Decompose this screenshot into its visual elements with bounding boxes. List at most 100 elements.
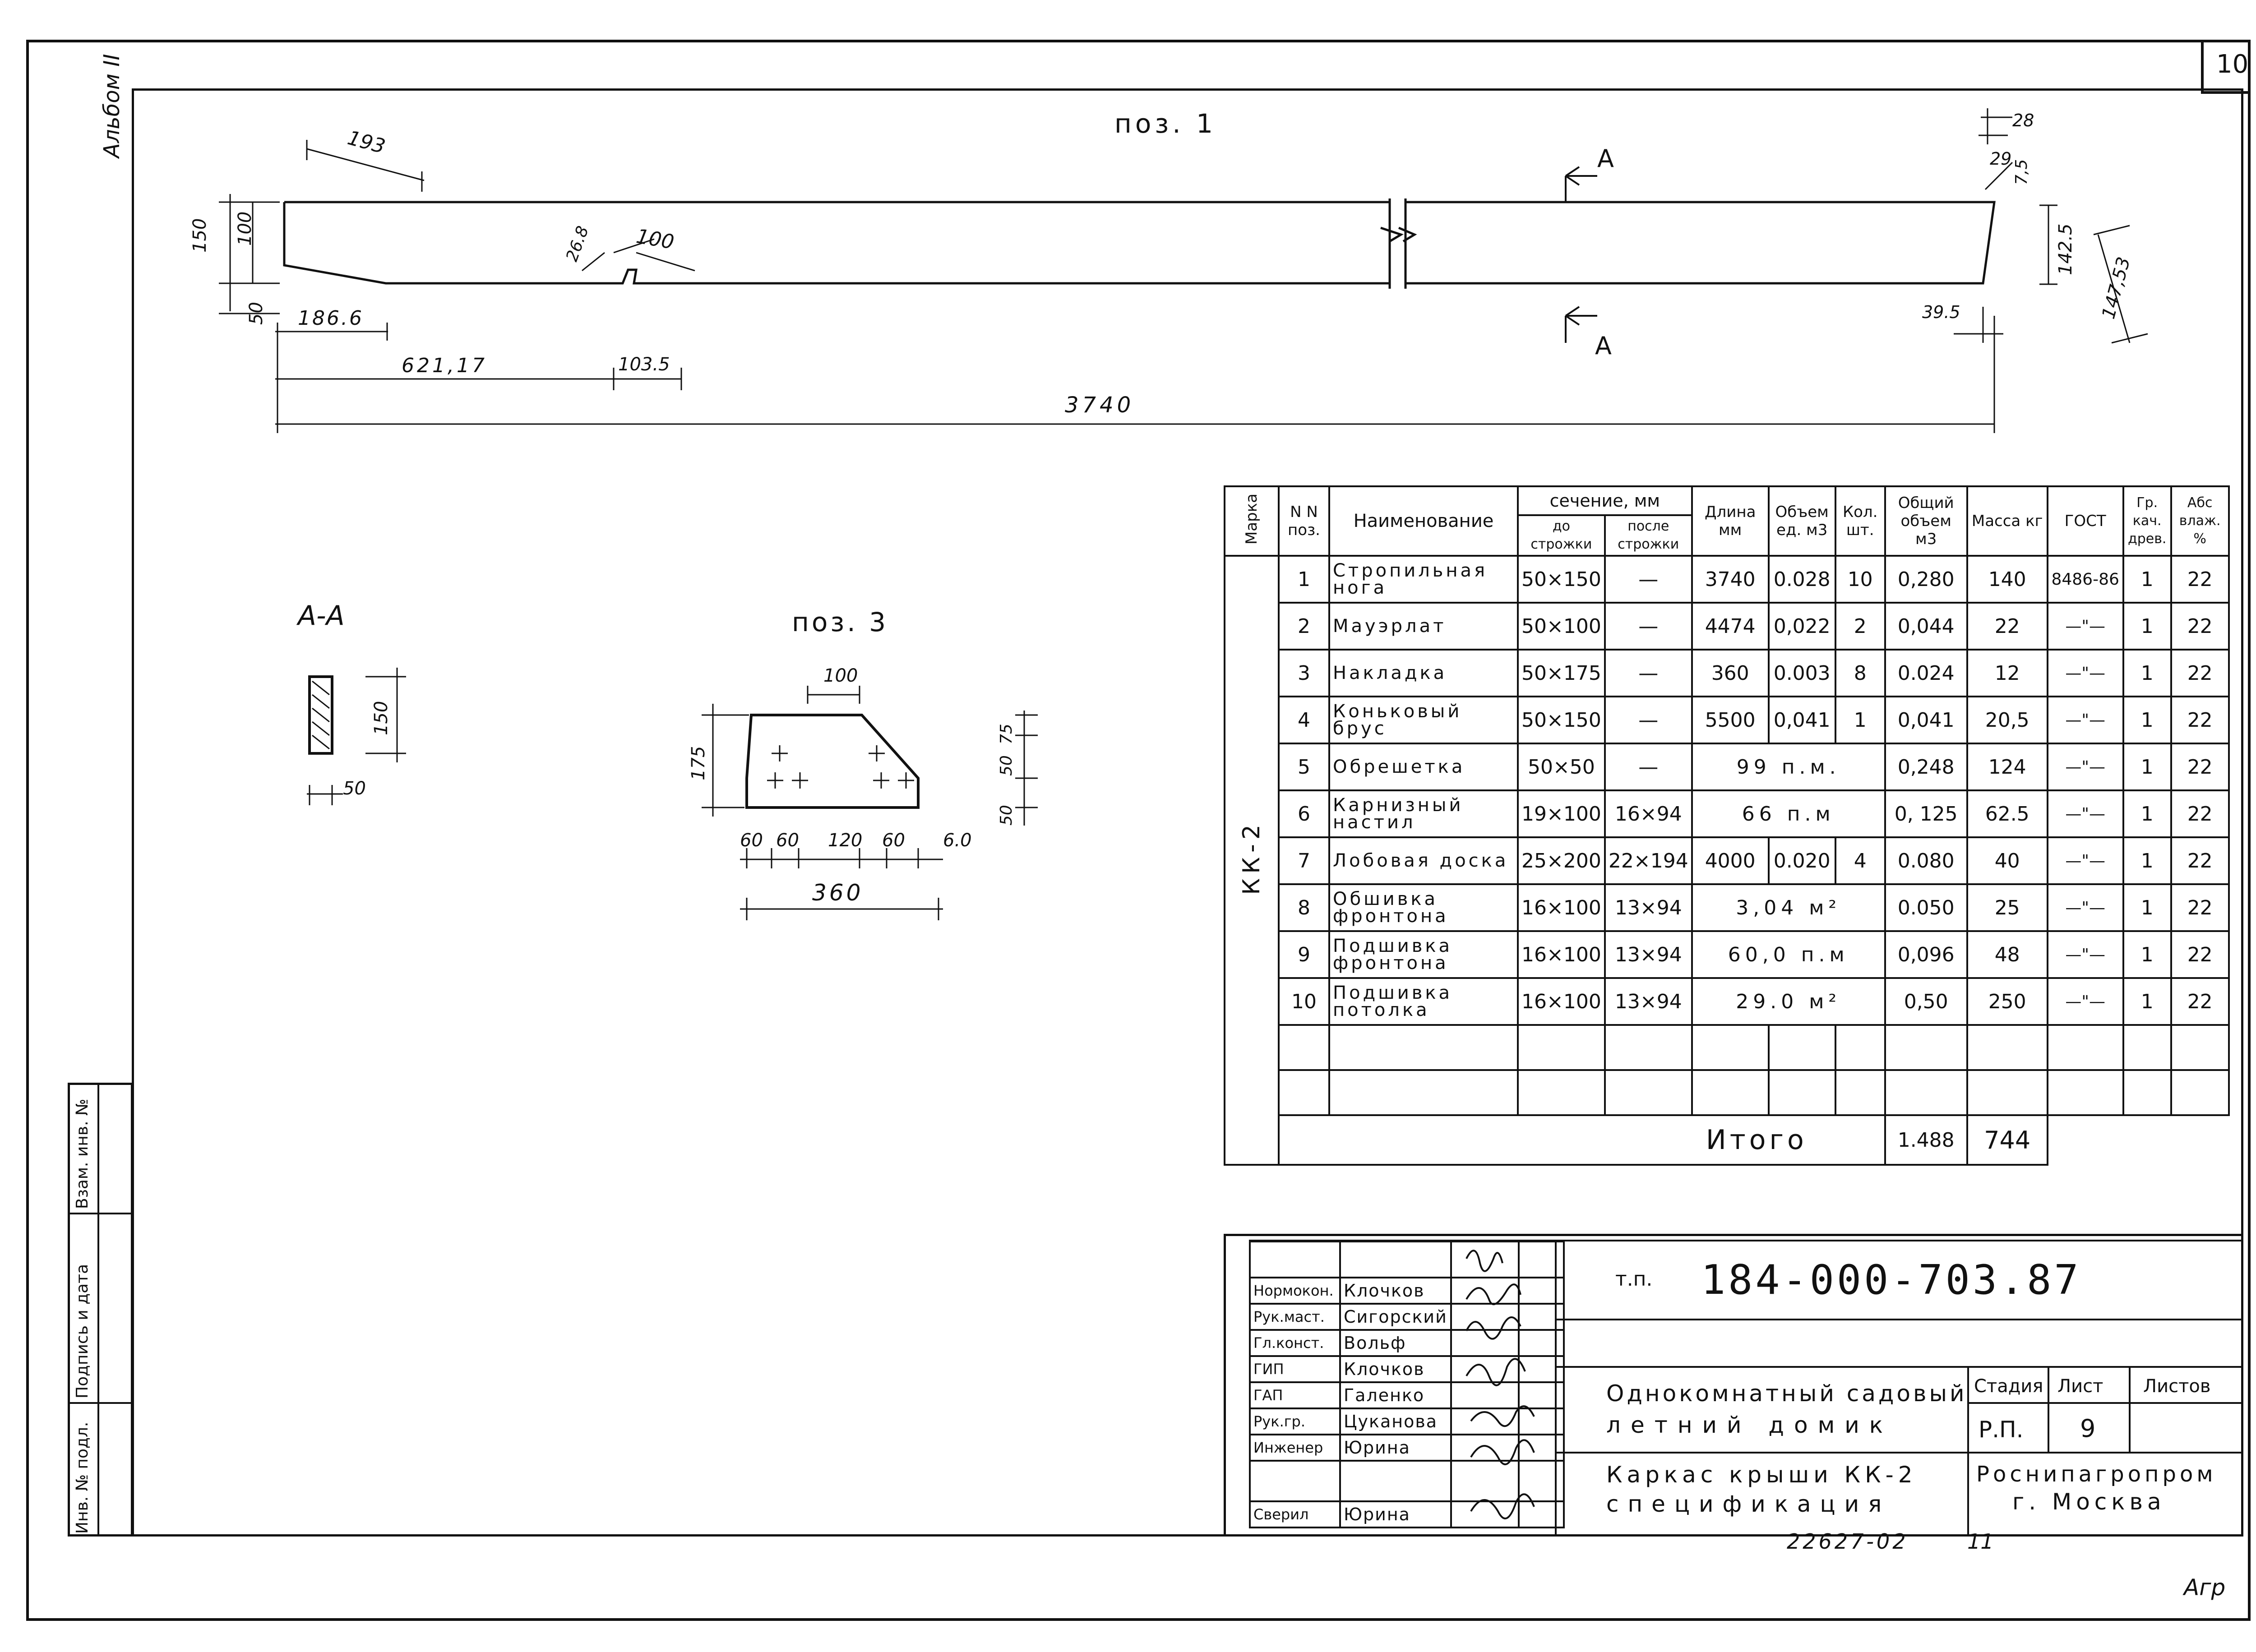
sig-row: Нормокон.Клочков xyxy=(1249,1277,1565,1305)
sig-signature xyxy=(1450,1329,1520,1357)
cell-grade: 1 xyxy=(2122,883,2172,932)
dim-29: 29 xyxy=(1990,149,2012,169)
cell-grade: 1 xyxy=(2122,743,2172,791)
hdr-section: сечение, мм xyxy=(1517,485,1693,516)
sig-date xyxy=(1517,1277,1565,1305)
empty-cell xyxy=(1691,1024,1770,1071)
cell-mass: 250 xyxy=(1966,977,2048,1026)
empty-cell xyxy=(1278,1069,1330,1116)
sig-role: Нормокон. xyxy=(1249,1277,1341,1305)
dim-3740: 3740 xyxy=(1065,392,1135,418)
empty-cell xyxy=(1966,1024,2048,1071)
sheet-label: Лист xyxy=(2057,1376,2103,1397)
sig-role: ГАП xyxy=(1249,1381,1341,1409)
empty-cell xyxy=(1339,1241,1452,1278)
cell-mass: 20,5 xyxy=(1966,696,2048,744)
cell-name: Накладка xyxy=(1328,649,1519,697)
cell-pos: 8 xyxy=(1278,883,1330,932)
sig-role: Рук.гр. xyxy=(1249,1407,1341,1435)
cell-after: — xyxy=(1604,696,1693,744)
cell-moist: 22 xyxy=(2170,930,2230,979)
hdr-qty: Кол. шт. xyxy=(1834,485,1886,557)
empty-cell xyxy=(1517,1241,1565,1278)
sig-role: Сверил xyxy=(1249,1500,1341,1528)
sig-signature xyxy=(1450,1381,1520,1409)
sig-row: Рук.маст.Сигорский xyxy=(1249,1303,1565,1331)
sig-name: Юрина xyxy=(1339,1434,1452,1462)
empty-cell xyxy=(1604,1069,1693,1116)
sig-name: Сигорский xyxy=(1339,1303,1452,1331)
empty-cell xyxy=(1834,1069,1886,1116)
cell-grade: 1 xyxy=(2122,836,2172,885)
cell-after: 22×194 xyxy=(1604,836,1693,885)
cell-moist: 22 xyxy=(2170,602,2230,651)
sig-role: ГИП xyxy=(1249,1355,1341,1383)
cell-before: 16×100 xyxy=(1517,930,1606,979)
empty-cell xyxy=(2170,1024,2230,1071)
signature-1 xyxy=(1465,1250,1503,1272)
cell-merged-length: 66 п.м xyxy=(1691,789,1886,838)
cell-total: 0,280 xyxy=(1884,555,1968,604)
sheet-number-box xyxy=(2201,40,2251,94)
cell-grade: 1 xyxy=(2122,930,2172,979)
cell-total: 0,50 xyxy=(1884,977,1968,1026)
pos1-title: поз. 1 xyxy=(1114,108,1217,139)
pos3-dim-b120: 120 xyxy=(828,830,863,851)
cell-moist: 22 xyxy=(2170,555,2230,604)
cell-before: 50×150 xyxy=(1517,555,1606,604)
sig-row xyxy=(1249,1460,1565,1502)
pos3-dim-b60b: 60 xyxy=(776,830,799,851)
empty-cell xyxy=(1691,1069,1770,1116)
cell-qty: 4 xyxy=(1834,836,1886,885)
signature-3 xyxy=(1465,1316,1521,1340)
cell-after: — xyxy=(1604,743,1693,791)
cell-qty: 2 xyxy=(1834,602,1886,651)
empty-cell xyxy=(1767,1024,1836,1071)
sig-name: Вольф xyxy=(1339,1329,1452,1357)
sig-signature xyxy=(1450,1303,1520,1331)
org-line2: г. Москва xyxy=(2012,1489,2166,1515)
cell-moist: 22 xyxy=(2170,649,2230,697)
cell-grade: 1 xyxy=(2122,977,2172,1026)
cell-qty: 8 xyxy=(1834,649,1886,697)
hdr-vol-unit: Объем ед. м3 xyxy=(1767,485,1836,557)
cell-qty: 10 xyxy=(1834,555,1886,604)
cell-grade: 1 xyxy=(2122,789,2172,838)
specification-table: Марка N N поз. Наименование сечение, мм … xyxy=(1224,485,2230,1166)
cell-name: Коньковый брус xyxy=(1328,696,1519,744)
stage-value: Р.П. xyxy=(1979,1417,2024,1443)
project-line1: Однокомнатный садовый xyxy=(1606,1380,1967,1407)
cell-grade: 1 xyxy=(2122,649,2172,697)
cell-vol: 0.028 xyxy=(1767,555,1836,604)
signature-5 xyxy=(1470,1405,1535,1427)
total-empty xyxy=(2046,1114,2229,1165)
cell-merged-length: 99 п.м. xyxy=(1691,743,1886,791)
hdr-length: Длина мм xyxy=(1691,485,1770,557)
sig-role: Инженер xyxy=(1249,1434,1341,1462)
cell-mass: 12 xyxy=(1966,649,2048,697)
sig-role xyxy=(1249,1460,1341,1502)
cell-total: 0.024 xyxy=(1884,649,1968,697)
cell-gost: —"— xyxy=(2046,789,2124,838)
cell-before: 25×200 xyxy=(1517,836,1606,885)
sig-name: Галенко xyxy=(1339,1381,1452,1409)
sig-date xyxy=(1517,1434,1565,1462)
hdr-mass: Масса кг xyxy=(1966,485,2048,557)
cell-vol: 0.020 xyxy=(1767,836,1836,885)
cell-pos: 6 xyxy=(1278,789,1330,838)
empty-cell xyxy=(1884,1069,1968,1116)
sig-date xyxy=(1517,1500,1565,1528)
cell-pos: 7 xyxy=(1278,836,1330,885)
cell-length: 4474 xyxy=(1691,602,1770,651)
inner-frame xyxy=(132,88,2243,1537)
cell-mass: 40 xyxy=(1966,836,2048,885)
empty-cell xyxy=(1966,1069,2048,1116)
section-marker-bottom: А xyxy=(1595,332,1612,360)
empty-cell xyxy=(1517,1024,1606,1071)
sig-date xyxy=(1517,1381,1565,1409)
